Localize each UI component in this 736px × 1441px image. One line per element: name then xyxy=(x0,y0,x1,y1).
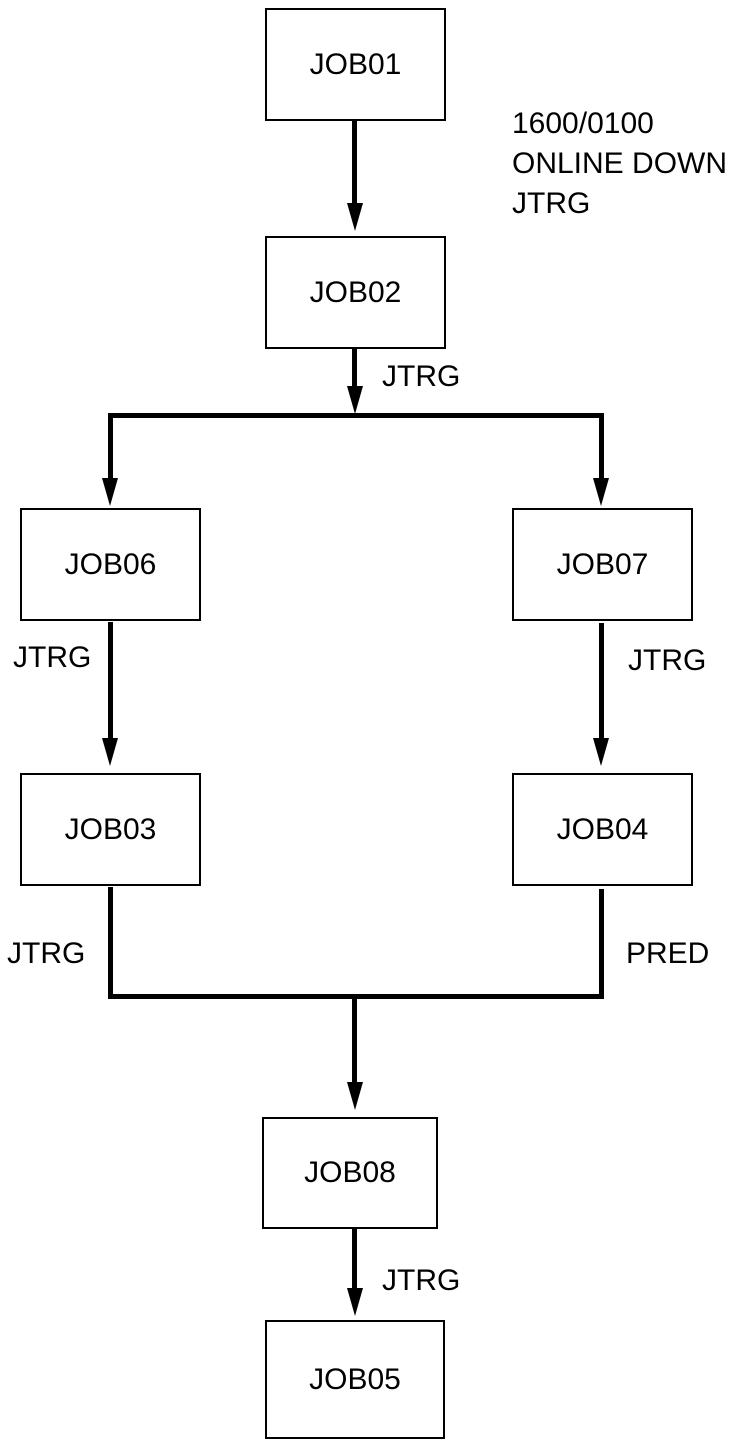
connector-job03-merge xyxy=(108,887,113,999)
arrowhead-job08-job05 xyxy=(347,1288,363,1316)
arrowhead-merge-job08 xyxy=(347,1082,363,1110)
arrowhead-job07-job04 xyxy=(593,738,609,766)
node-job04-label: JOB04 xyxy=(556,812,649,846)
connector-job02-branch xyxy=(352,348,357,390)
connector-job08-job05 xyxy=(352,1229,357,1291)
annotation-line-jtrg: JTRG xyxy=(512,187,591,220)
node-job03-label: JOB03 xyxy=(64,812,157,846)
node-job03: JOB03 xyxy=(20,773,201,886)
edge-label-job02-out: JTRG xyxy=(382,360,461,393)
annotation-line-time: 1600/0100 xyxy=(512,107,654,140)
connector-merge-job08 xyxy=(352,999,357,1084)
node-job04: JOB04 xyxy=(512,773,693,886)
arrowhead-job06-job03 xyxy=(102,738,118,766)
node-job01-label: JOB01 xyxy=(309,47,402,81)
node-job08: JOB08 xyxy=(262,1117,438,1229)
node-job06: JOB06 xyxy=(20,508,201,621)
connector-branch-job06 xyxy=(108,413,113,481)
edge-label-job07-job04: JTRG xyxy=(628,644,707,677)
node-job05-label: JOB05 xyxy=(309,1362,401,1396)
edge-label-job08-job05: JTRG xyxy=(382,1264,461,1297)
connector-job01-job02 xyxy=(352,121,357,206)
node-job07: JOB07 xyxy=(512,508,693,621)
annotation-line-online-down: ONLINE DOWN xyxy=(512,147,728,180)
node-job08-label: JOB08 xyxy=(304,1156,396,1189)
schedule-annotation: 1600/0100 ONLINE DOWN JTRG xyxy=(512,104,727,224)
node-job05: JOB05 xyxy=(265,1320,445,1439)
connector-job07-job04 xyxy=(599,623,604,742)
node-job01: JOB01 xyxy=(265,8,446,121)
arrowhead-job01-job02 xyxy=(347,203,363,231)
node-job06-label: JOB06 xyxy=(64,547,157,581)
node-job07-label: JOB07 xyxy=(556,547,649,581)
connector-job06-job03 xyxy=(108,622,113,742)
connector-job04-merge xyxy=(599,889,604,999)
node-job02-label: JOB02 xyxy=(309,275,402,309)
arrowhead-job02-branch xyxy=(347,386,363,414)
edge-label-job04-job08: PRED xyxy=(626,937,710,970)
arrowhead-branch-job07 xyxy=(593,478,609,506)
arrowhead-branch-job06 xyxy=(102,478,118,506)
edge-label-job03-job08: JTRG xyxy=(7,937,86,970)
edge-label-job06-job03: JTRG xyxy=(13,641,92,674)
merge-bar xyxy=(108,994,604,999)
connector-branch-job07 xyxy=(599,413,604,481)
node-job02: JOB02 xyxy=(265,236,446,349)
branch-bar xyxy=(108,413,604,418)
